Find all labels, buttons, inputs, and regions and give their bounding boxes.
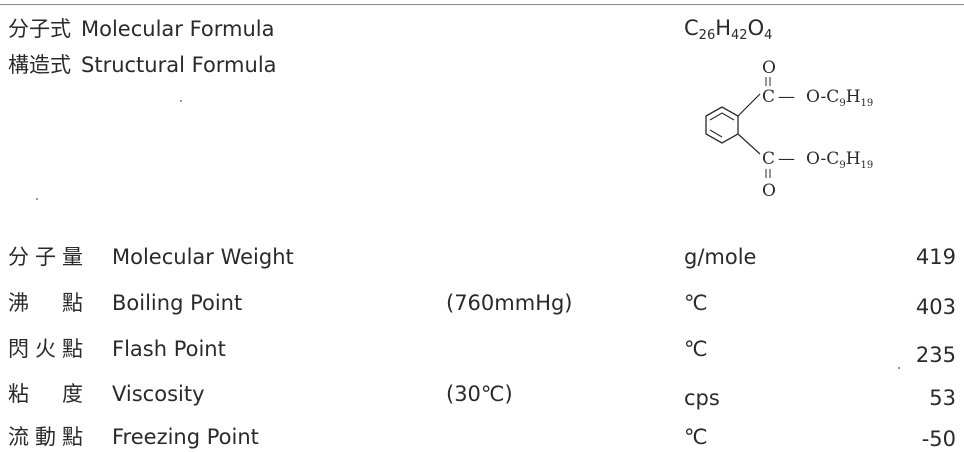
bottom-oxygen: O (762, 181, 776, 201)
structural-formula-diagram: O C — O-C9H19 C — O-C9H19 O (676, 50, 916, 214)
property-unit: ℃ (684, 291, 708, 315)
property-label-zh: 閃火點 (8, 337, 89, 361)
property-value: -50 (921, 427, 956, 451)
lower-ester-group: O-C9H19 (806, 149, 873, 171)
property-unit: ℃ (684, 337, 708, 361)
structural-formula-label: 構造式 Structural Formula (8, 52, 277, 78)
property-unit: cps (684, 386, 720, 410)
molecular-formula-label: 分子式 Molecular Formula (8, 16, 275, 42)
ring-to-carbon-bond (737, 93, 761, 117)
property-label-zh: 粘 度 (8, 382, 89, 406)
benzene-inner-bond (709, 129, 723, 138)
structural-formula-label-en: Structural Formula (81, 53, 277, 77)
molecular-formula-label-en: Molecular Formula (81, 17, 275, 41)
property-condition: (760mmHg) (446, 291, 573, 315)
structural-formula-label-zh: 構造式 (8, 53, 71, 77)
property-label-zh: 分子量 (8, 245, 89, 269)
property-condition: (30℃) (446, 382, 513, 406)
formula-element: C (684, 16, 699, 40)
lower-carbon: C (762, 149, 775, 169)
scan-speck (36, 198, 38, 200)
benzene-inner-bond (709, 112, 735, 121)
property-label-zh: 沸 點 (8, 291, 89, 315)
property-value: 403 (915, 295, 956, 319)
formula-element: H (715, 16, 732, 40)
property-unit: g/mole (684, 245, 757, 269)
property-label-en: Molecular Weight (112, 245, 294, 269)
formula-subscript: 26 (698, 28, 716, 43)
phthalate-structure-svg: O C — O-C9H19 C — O-C9H19 O (705, 58, 873, 201)
property-label-zh: 流動點 (8, 425, 89, 449)
top-oxygen: O (762, 58, 776, 78)
formula-subscript: 4 (764, 28, 773, 43)
molecular-formula-label-zh: 分子式 (8, 17, 71, 41)
property-label-en: Flash Point (112, 337, 226, 361)
upper-carbon: C (762, 87, 775, 107)
upper-bond-dash: — (778, 87, 795, 107)
property-label-en: Freezing Point (112, 425, 259, 449)
scan-speck (898, 367, 900, 369)
property-unit: ℃ (684, 425, 708, 449)
property-value: 419 (915, 245, 956, 269)
scan-speck (180, 100, 182, 102)
property-value: 53 (929, 386, 956, 410)
property-value: 235 (915, 343, 956, 367)
top-divider (0, 4, 964, 5)
property-label-en: Boiling Point (112, 291, 243, 315)
upper-ester-group: O-C9H19 (806, 87, 873, 109)
property-label-en: Viscosity (112, 382, 205, 406)
ring-to-carbon-bond (737, 133, 761, 155)
molecular-formula-value: C26H42O4 (684, 16, 772, 43)
lower-bond-dash: — (778, 149, 795, 169)
formula-element: O (747, 16, 765, 40)
formula-subscript: 42 (731, 28, 748, 43)
